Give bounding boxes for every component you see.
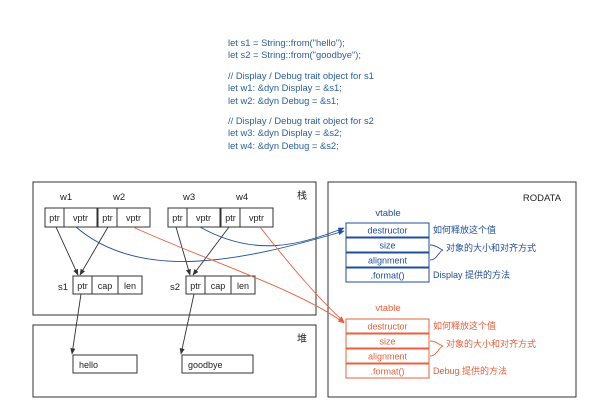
code-line: let w4: &dyn Debug = &s2; [228,139,339,151]
display-vtable: destructor size alignment .format() [345,222,430,283]
w4-vptr-field: vptr [249,213,264,223]
heap-hello-box: hello [72,354,138,374]
code-snippet: let s1 = String::from("hello"); let s2 =… [228,37,374,152]
code-comment: // Display / Debug trait object for s1 [228,69,374,81]
stack-panel [32,181,317,316]
debug-note-size-align: 对象的大小和对齐方式 [446,338,536,349]
w1-vptr-field: vptr [73,213,88,223]
display-note-size-align: 对象的大小和对齐方式 [446,242,536,253]
w2-label: w2 [112,192,125,203]
code-line: let s1 = String::from("hello"); [228,37,345,48]
debug-vtable-label: vtable [375,303,400,314]
debug-vtable-format: .format() [370,367,404,377]
s2-heap-arrow [179,293,195,355]
debug-vtable-size: size [379,337,395,347]
w4-label: w4 [235,192,248,203]
code-line: let w2: &dyn Debug = &s1; [228,94,339,106]
w1-vptr-arrow [75,226,345,262]
s1-string: ptr cap len [72,275,143,295]
w3-fat-pointer: ptr vptr [167,207,221,228]
heap-panel [32,324,317,398]
stack-panel-title: 栈 [297,189,307,202]
s2-ptr-field: ptr [190,281,201,291]
display-note-format: Display 提供的方法 [433,269,510,280]
s2-cap-field: cap [211,281,226,291]
s1-cap-field: cap [98,281,113,291]
w1-ptr-arrow [55,226,79,276]
s1-label: s1 [58,282,68,293]
debug-size-bracket [429,340,444,357]
display-vtable-format: .format() [370,271,404,281]
w2-ptr-arrow [79,226,109,276]
display-size-bracket [429,244,444,261]
w4-ptr-arrow [192,226,230,276]
heap-goodbye-value: goodbye [188,360,223,370]
w4-fat-pointer: ptr vptr [220,207,274,228]
w4-ptr-field: ptr [225,213,236,223]
code-line: let s2 = String::from("goodbye"); [228,49,362,61]
rodata-panel-title: RODATA [523,193,562,204]
w3-label: w3 [182,192,195,203]
s2-string: ptr cap len [185,275,256,295]
w2-vptr-arrow [132,226,345,324]
w2-vptr-field: vptr [126,213,141,223]
w3-ptr-field: ptr [172,213,183,223]
w1-fat-pointer: ptr vptr [44,207,98,228]
debug-vtable-alignment: alignment [368,352,408,362]
w3-vptr-arrow [199,226,345,247]
debug-note-destructor: 如何释放这个值 [433,320,496,331]
w2-ptr-field: ptr [102,213,113,223]
w4-vptr-arrow [259,226,345,323]
display-note-destructor: 如何释放这个值 [433,224,496,235]
s2-len-field: len [237,281,249,291]
rodata-panel [327,181,577,398]
debug-vtable-destructor: destructor [367,322,407,332]
display-vtable-size: size [379,241,395,251]
w1-ptr-field: ptr [49,213,60,223]
s2-label: s2 [170,282,180,293]
heap-hello-value: hello [79,360,98,370]
heap-goodbye-box: goodbye [181,354,254,374]
debug-note-format: Debug 提供的方法 [433,365,507,376]
display-vtable-label: vtable [375,208,400,219]
display-vtable-alignment: alignment [368,256,408,266]
w3-ptr-arrow [175,226,191,276]
s1-ptr-field: ptr [77,281,88,291]
w3-vptr-field: vptr [196,213,211,223]
s1-heap-arrow [70,293,82,355]
code-line: let w3: &dyn Display = &s2; [228,127,342,139]
code-comment: // Display / Debug trait object for s2 [228,114,374,126]
code-line: let w1: &dyn Display = &s1; [228,82,342,94]
w1-label: w1 [59,192,72,203]
display-vtable-destructor: destructor [367,226,407,236]
s1-len-field: len [124,281,136,291]
w2-fat-pointer: ptr vptr [97,207,151,228]
heap-panel-title: 堆 [297,333,307,345]
debug-vtable: destructor size alignment .format() [345,318,430,379]
